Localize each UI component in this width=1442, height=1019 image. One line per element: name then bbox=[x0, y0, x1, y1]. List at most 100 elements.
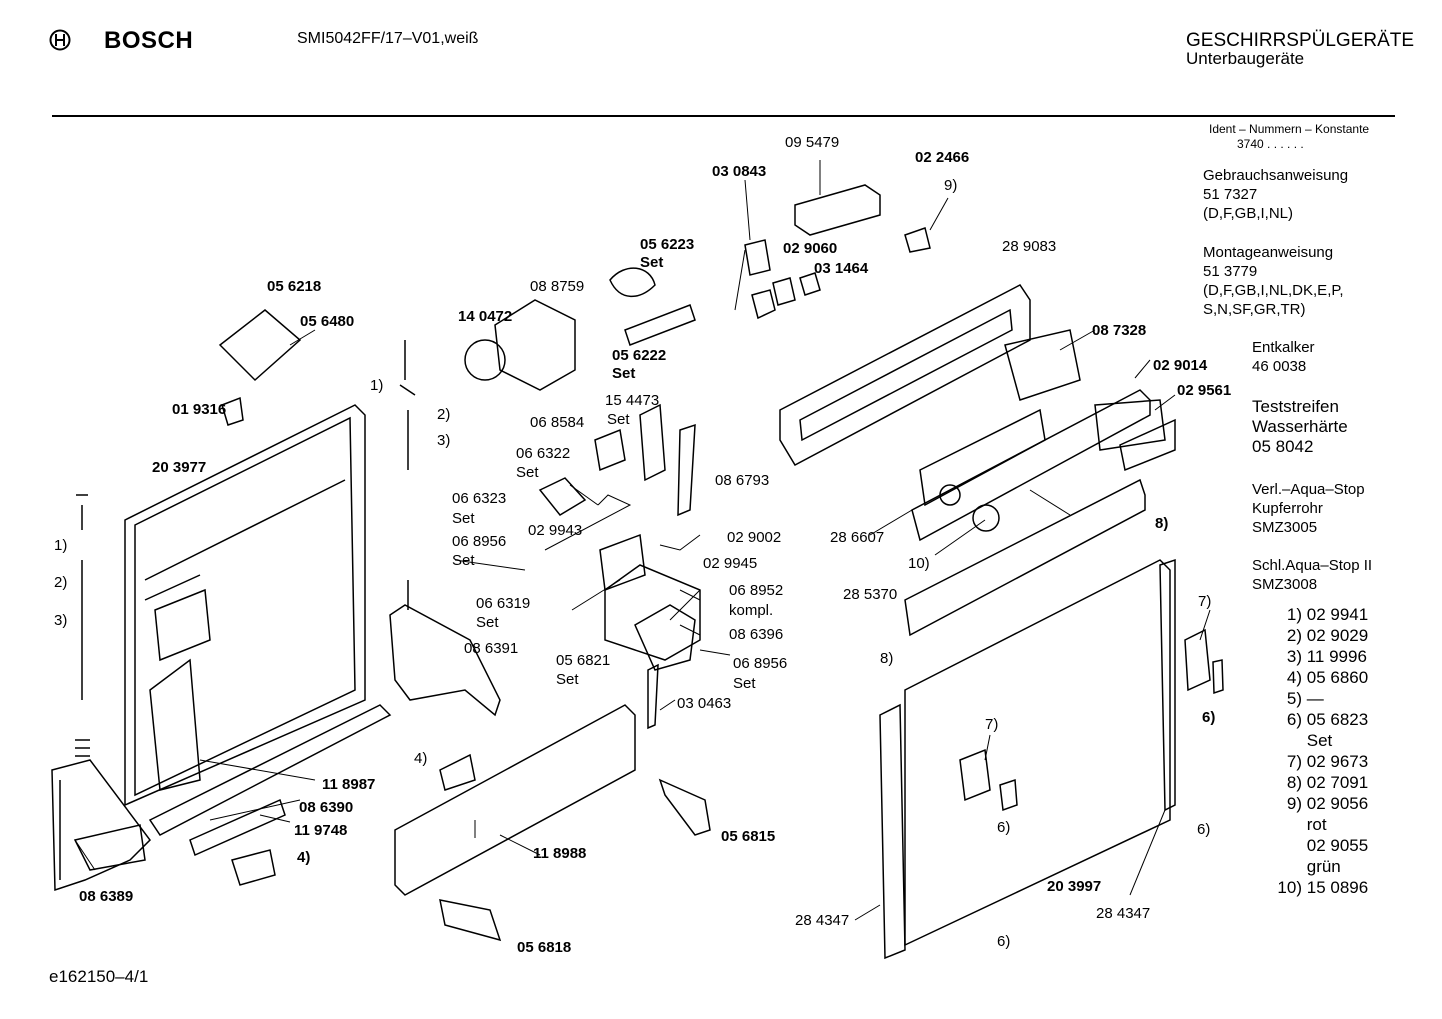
footnote-ref: 7) bbox=[1198, 593, 1212, 610]
part-label: 28 4347 bbox=[795, 912, 850, 929]
aqua-stop-info: Verl.–Aqua–Stop Kupferrohr SMZ3005 bbox=[1252, 481, 1365, 536]
part-label: 02 9014 bbox=[1153, 357, 1208, 374]
leader-lines bbox=[74, 160, 1211, 921]
control-panel-frame bbox=[779, 284, 1176, 472]
footnote-ref: 7) bbox=[985, 716, 999, 733]
top-connector-strip bbox=[744, 184, 931, 320]
part-label: 20 3997 bbox=[1047, 878, 1102, 895]
part-label: 28 9083 bbox=[1002, 238, 1057, 255]
entkalker-info: Entkalker 46 0038 bbox=[1252, 339, 1315, 375]
part-label: 03 0843 bbox=[712, 163, 767, 180]
part-label: 28 6607 bbox=[830, 529, 885, 546]
footnote-ref: 8) bbox=[880, 650, 894, 667]
header-divider bbox=[52, 115, 1395, 117]
part-label: 08 6389 bbox=[79, 888, 134, 905]
part-label: 09 5479 bbox=[785, 134, 840, 151]
handle-bar bbox=[904, 478, 1146, 637]
part-label: 06 6319 bbox=[476, 595, 531, 612]
part-label: 28 4347 bbox=[1096, 905, 1151, 922]
footnote-ref: 9) bbox=[944, 177, 958, 194]
part-label: 05 6223 bbox=[640, 236, 695, 253]
document-code: e162150–4/1 bbox=[49, 967, 149, 986]
footnote-ref: 1) bbox=[54, 537, 68, 554]
part-label: 06 6323 bbox=[452, 490, 507, 507]
bosch-logo-icon bbox=[49, 29, 71, 51]
legend-row: grün bbox=[1306, 857, 1341, 876]
part-label: 11 9748 bbox=[294, 822, 348, 839]
legend-row: 9) 02 9056 bbox=[1286, 794, 1369, 813]
part-label: 01 9316 bbox=[172, 401, 227, 418]
part-label: 05 6480 bbox=[300, 313, 355, 330]
side-bracket bbox=[389, 340, 501, 717]
part-label: 08 6391 bbox=[464, 640, 519, 657]
legend-row: Set bbox=[1306, 731, 1333, 750]
part-label: 02 9002 bbox=[727, 529, 782, 546]
bottom-strips bbox=[148, 704, 392, 886]
part-label: 14 0472 bbox=[458, 308, 513, 325]
part-label: 06 8952 bbox=[729, 582, 784, 599]
legend-row: 7) 02 9673 bbox=[1286, 752, 1369, 771]
footnote-ref: 4) bbox=[414, 750, 428, 767]
left-hinge-assembly bbox=[51, 494, 151, 892]
footnote-ref: 4) bbox=[297, 849, 311, 866]
ident-value: 3740 . . . . . . bbox=[1237, 137, 1304, 151]
footnote-ref: 6) bbox=[997, 933, 1011, 950]
control-module bbox=[538, 267, 701, 730]
legend-row: rot bbox=[1306, 815, 1327, 834]
part-label-suffix: Set bbox=[640, 254, 664, 271]
legend-row: 8) 02 7091 bbox=[1286, 773, 1369, 792]
part-label: 15 4473 bbox=[605, 392, 660, 409]
part-label: 02 2466 bbox=[915, 149, 970, 166]
part-label: 05 6821 bbox=[556, 652, 611, 669]
legend-row: 02 9055 bbox=[1306, 836, 1369, 855]
montageanweisung-info: Montageanweisung 51 3779 (D,F,GB,I,NL,DK… bbox=[1203, 244, 1344, 318]
gebrauchsanweisung-info: Gebrauchsanweisung 51 7327 (D,F,GB,I,NL) bbox=[1203, 167, 1349, 222]
brand-name: BOSCH bbox=[104, 27, 194, 54]
part-label: 08 8759 bbox=[530, 278, 585, 295]
footnote-ref: 8) bbox=[1155, 515, 1169, 532]
part-label: 06 6322 bbox=[516, 445, 571, 462]
part-label-suffix: Set bbox=[607, 411, 630, 428]
footnote-ref: 3) bbox=[54, 612, 68, 629]
part-label: 11 8987 bbox=[322, 776, 376, 793]
part-label: 06 8584 bbox=[530, 414, 585, 431]
part-label: 08 6390 bbox=[299, 799, 354, 816]
part-label: 06 8956 bbox=[733, 655, 788, 672]
footnote-ref: 3) bbox=[437, 432, 451, 449]
part-label: 03 1464 bbox=[814, 260, 869, 277]
legend-row: 4) 05 6860 bbox=[1286, 668, 1369, 687]
inner-door-panel bbox=[124, 404, 366, 807]
outer-door-panel bbox=[879, 558, 1224, 960]
legend-row: 2) 02 9029 bbox=[1286, 626, 1369, 645]
legend-row: 1) 02 9941 bbox=[1286, 605, 1369, 624]
part-label: 06 8956 bbox=[452, 533, 507, 550]
part-label: 02 9945 bbox=[703, 555, 758, 572]
legend-row: 5) — bbox=[1286, 689, 1324, 708]
part-label: 02 9561 bbox=[1177, 382, 1232, 399]
part-label: 08 6793 bbox=[715, 472, 770, 489]
model-number: SMI5042FF/17–V01,weiß bbox=[297, 30, 479, 47]
part-label-suffix: kompl. bbox=[729, 602, 774, 619]
teststreifen-info: Teststreifen Wasserhärte 05 8042 bbox=[1252, 397, 1348, 456]
footnote-ref: 6) bbox=[1197, 821, 1211, 838]
part-label-suffix: Set bbox=[612, 365, 636, 382]
footnote-ref: 1) bbox=[370, 377, 384, 394]
footnote-ref: 2) bbox=[54, 574, 68, 591]
part-label-suffix: Set bbox=[452, 552, 475, 569]
part-label: 03 0463 bbox=[677, 695, 732, 712]
part-label: 05 6818 bbox=[517, 939, 572, 956]
part-label: 05 6815 bbox=[721, 828, 776, 845]
part-label: 28 5370 bbox=[843, 586, 898, 603]
legend-row: 3) 11 9996 bbox=[1286, 647, 1367, 666]
legend-row: 10) 15 0896 bbox=[1277, 878, 1369, 897]
part-label-suffix: Set bbox=[476, 614, 499, 631]
part-label-suffix: Set bbox=[452, 510, 475, 527]
part-label: 05 6218 bbox=[267, 278, 322, 295]
part-label: 20 3977 bbox=[152, 459, 207, 476]
footnote-ref: 2) bbox=[437, 406, 451, 423]
top-left-parts bbox=[218, 299, 576, 426]
product-category: GESCHIRRSPÜLGERÄTE bbox=[1186, 30, 1415, 51]
fascia-panel bbox=[911, 389, 1151, 542]
